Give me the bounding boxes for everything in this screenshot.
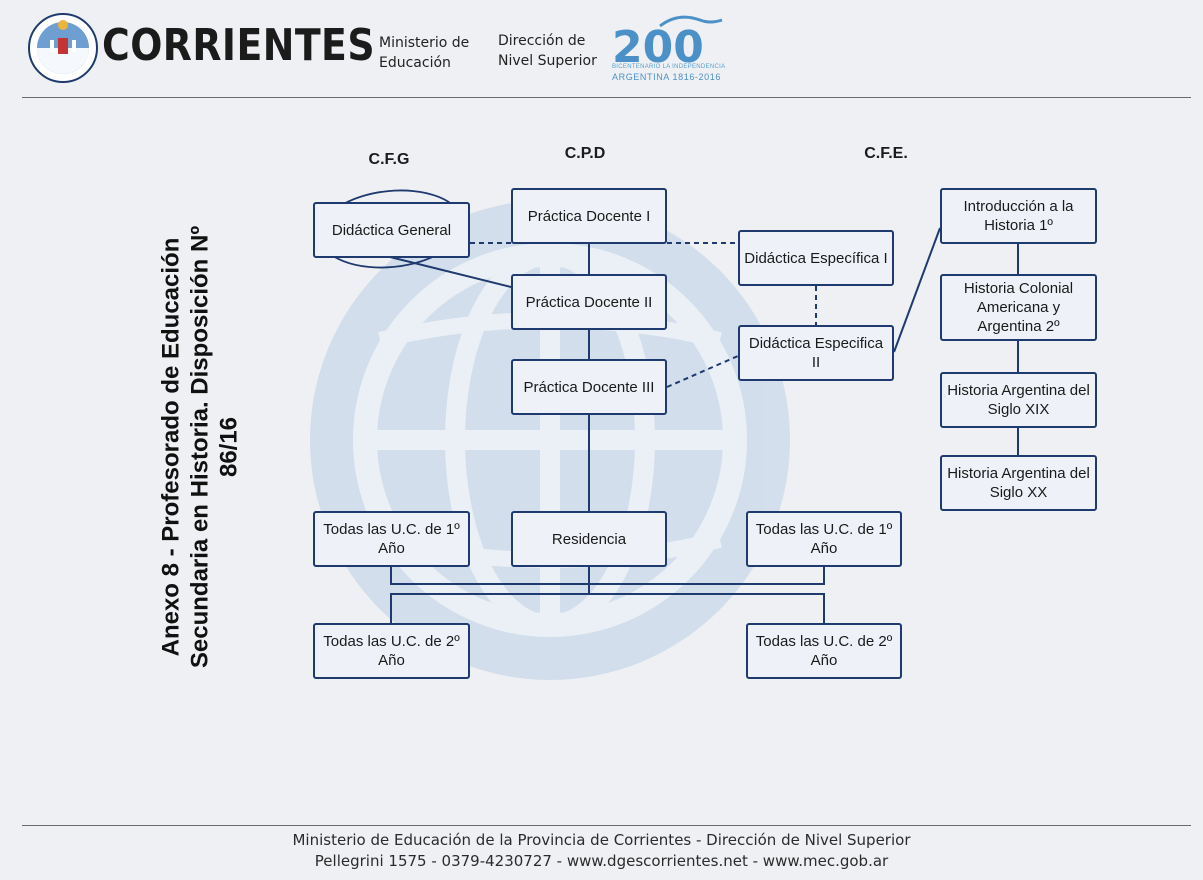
header: CORRIENTES Ministerio de Educación Direc…	[0, 0, 1203, 100]
box-label-line-1: Todas las U.C. de 2º	[323, 633, 460, 650]
box-introduccion-historia: Introducción a la Historia 1º	[940, 188, 1097, 244]
footer-line-1: Ministerio de Educación de la Provincia …	[292, 831, 911, 849]
header-divider	[22, 97, 1191, 98]
direction-line-1: Dirección de	[498, 33, 586, 49]
direction-label: Dirección de Nivel Superior	[498, 31, 597, 71]
box-didactica-especifica-2: Didáctica Especifica II	[738, 325, 894, 381]
ministry-label: Ministerio de Educación	[379, 33, 469, 73]
box-didactica-general: Didáctica General	[313, 202, 470, 258]
side-title-line-2: Secundaria en Historia. Disposición Nº	[186, 225, 214, 669]
watermark-globe-icon	[310, 200, 790, 680]
box-historia-siglo-xix: Historia Argentina del Siglo XIX	[940, 372, 1097, 428]
box-label-line-1: Didáctica Especifica	[748, 335, 884, 352]
box-label-line-1: Historia Argentina del	[947, 382, 1090, 399]
box-label-line-2: Año	[378, 540, 405, 557]
box-label-line-3: Argentina 2º	[977, 318, 1060, 335]
box-label: Práctica Docente III	[523, 378, 655, 396]
box-label: Didáctica General	[331, 221, 452, 239]
corrientes-seal-icon	[28, 13, 98, 83]
box-historia-colonial: Historia Colonial Americana y Argentina …	[940, 274, 1097, 341]
side-title-line-1: Anexo 8 - Profesorado de Educación	[157, 237, 185, 657]
box-todas-uc-2-left: Todas las U.C. de 2º Año	[313, 623, 470, 679]
box-label: Práctica Docente II	[525, 293, 653, 311]
column-heading-cpd: C.P.D	[564, 145, 606, 162]
box-label-line-1: Historia Argentina del	[947, 465, 1090, 482]
box-label-line-2: Americana y	[976, 299, 1061, 316]
box-label-line-2: Siglo XX	[989, 484, 1048, 501]
box-label: Práctica Docente I	[527, 207, 651, 225]
bicentenary-subtitle: BICENTENARIO LA INDEPENDENCIA	[612, 64, 726, 70]
box-label-line-2: Siglo XIX	[987, 401, 1050, 418]
box-label-line-2: Historia 1º	[984, 217, 1053, 234]
box-practica-docente-2: Práctica Docente II	[511, 274, 667, 330]
bicentenary-logo-icon: 200	[612, 15, 723, 73]
box-residencia: Residencia	[511, 511, 667, 567]
column-heading-cfe: C.F.E.	[864, 145, 908, 162]
box-label-line-2: Año	[810, 652, 838, 669]
footer-line-2: Pellegrini 1575 - 0379-4230727 - www.dge…	[314, 852, 889, 870]
ministry-line-2: Educación	[379, 55, 451, 71]
box-label-line-1: Introducción a la	[963, 198, 1074, 215]
box-todas-uc-1-right: Todas las U.C. de 1º Año	[746, 511, 902, 567]
box-todas-uc-1-left: Todas las U.C. de 1º Año	[313, 511, 470, 567]
svg-text:200: 200	[612, 22, 704, 73]
side-title-line-3: 86/16	[215, 416, 243, 478]
box-todas-uc-2-right: Todas las U.C. de 2º Año	[746, 623, 902, 679]
box-label-line-1: Todas las U.C. de 1º	[755, 521, 893, 538]
side-title: Anexo 8 - Profesorado de Educación Secun…	[157, 217, 244, 677]
ministry-line-1: Ministerio de	[379, 35, 470, 51]
box-label-line-1: Todas las U.C. de 2º	[755, 633, 893, 650]
direction-line-2: Nivel Superior	[498, 53, 597, 69]
box-label-line-2: Año	[810, 540, 838, 557]
box-label: Residencia	[551, 530, 627, 548]
footer-divider	[22, 825, 1191, 826]
box-label-line-2: II	[811, 354, 821, 371]
box-label: Didáctica Específica I	[744, 249, 888, 267]
box-practica-docente-1: Práctica Docente I	[511, 188, 667, 244]
box-historia-siglo-xx: Historia Argentina del Siglo XX	[940, 455, 1097, 511]
box-label-line-1: Historia Colonial	[963, 280, 1074, 297]
box-didactica-especifica-1: Didáctica Específica I	[738, 230, 894, 286]
province-name: CORRIENTES	[102, 20, 376, 71]
column-heading-cfg: C.F.G	[368, 151, 410, 168]
box-practica-docente-3: Práctica Docente III	[511, 359, 667, 415]
bicentenary-years: ARGENTINA 1816-2016	[612, 72, 721, 82]
connector-lines	[389, 227, 1019, 623]
box-label-line-1: Todas las U.C. de 1º	[323, 521, 460, 538]
box-label-line-2: Año	[378, 652, 405, 669]
